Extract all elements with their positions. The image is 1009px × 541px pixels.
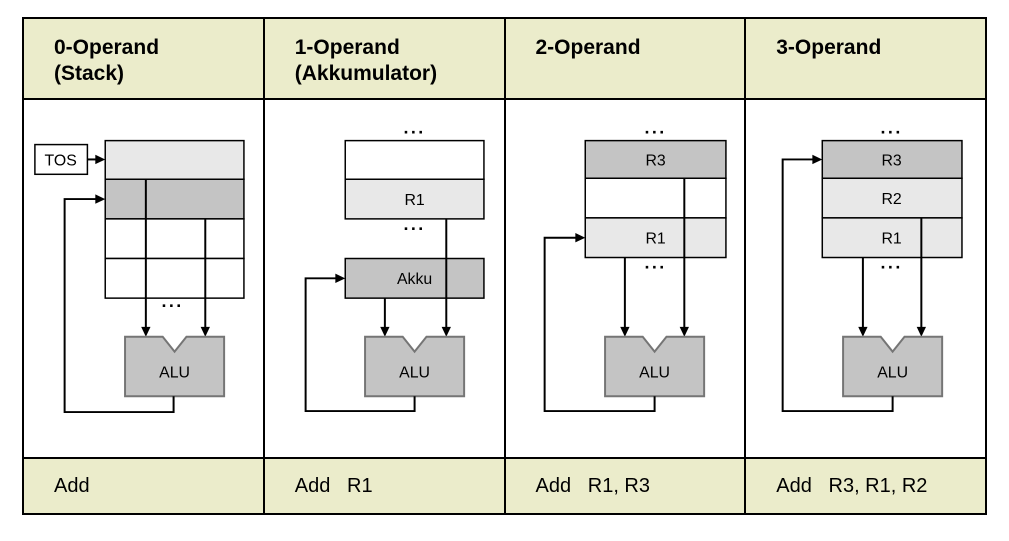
down-arrowhead-icon: [379, 326, 390, 337]
down-arrowhead-icon: [619, 326, 630, 337]
architecture-comparison-table: 0-Operand (Stack) 1-Operand (Akkumulator…: [22, 17, 987, 515]
column-title: 1-Operand: [294, 36, 400, 59]
tos-box: [34, 143, 89, 175]
ellipsis: ...: [644, 117, 666, 137]
instruction-row: Add Add R1 Add R1, R3 Add R3, R1, R2: [24, 459, 985, 513]
down-arrowhead-icon: [141, 326, 151, 337]
header-cell-3-operand: 3-Operand: [744, 19, 985, 98]
register-label: R1: [404, 192, 424, 209]
ellipsis: ...: [644, 252, 666, 272]
three-operand-figure: ... R3 R2 R1 ...: [781, 117, 963, 412]
stack-cell-fourth: [104, 257, 245, 299]
register-cell-r1: [584, 216, 727, 258]
register-label: R1: [645, 230, 665, 247]
register-cell-r3: [584, 139, 727, 179]
diagram-stack-machine: TOS ... ALU: [24, 100, 263, 458]
alu-shape: [842, 335, 944, 397]
stack-cell-third: [104, 217, 245, 259]
down-arrowhead-icon: [858, 326, 868, 337]
column-subtitle: [776, 61, 977, 87]
right-arrowhead-icon: [95, 194, 106, 204]
stack-register-file: [104, 139, 245, 299]
column-subtitle: (Stack): [54, 62, 125, 85]
ellipsis: ...: [881, 252, 903, 272]
instruction-text: Add R1: [294, 474, 373, 497]
instruction-text: Add R3, R1, R2: [776, 474, 928, 497]
instruction-cell-two-operand: Add R1, R3: [503, 459, 745, 513]
diagram-row: TOS ... ALU: [24, 99, 985, 460]
down-arrowhead-icon: [441, 326, 451, 337]
column-title: 2-Operand: [535, 36, 641, 59]
down-arrowhead-icon: [679, 326, 689, 337]
ellipsis: ...: [881, 117, 903, 137]
ellipsis: ...: [403, 213, 425, 233]
instruction-cell-accumulator: Add R1: [262, 459, 504, 513]
register-cell-r1: [821, 216, 963, 258]
register-file: R3 R2 R1: [821, 139, 963, 258]
instruction-cell-three-operand: Add R3, R1, R2: [744, 459, 985, 513]
ellipsis: ...: [403, 117, 425, 137]
alu-label: ALU: [639, 364, 670, 381]
header-row: 0-Operand (Stack) 1-Operand (Akkumulator…: [24, 19, 985, 100]
two-operand-figure: ... R3 R1 ...: [543, 117, 727, 412]
column-title: 0-Operand: [54, 36, 160, 59]
alu-unit: ALU: [842, 335, 944, 397]
tos-arrowhead-icon: [95, 154, 106, 164]
alu-unit: ALU: [363, 335, 465, 397]
down-arrowhead-icon: [200, 326, 210, 337]
register-label: R2: [882, 191, 902, 208]
right-arrowhead-icon: [574, 232, 585, 242]
writeback-path: [304, 276, 416, 412]
instruction-text: Add R1, R3: [535, 474, 651, 497]
ellipsis: ...: [161, 291, 183, 311]
writeback-path: [781, 158, 894, 412]
right-arrowhead-icon: [335, 273, 345, 283]
header-cell-2-operand: 2-Operand: [503, 19, 745, 98]
register-cell-r3: [821, 139, 963, 179]
alu-unit: ALU: [124, 335, 226, 397]
writeback-path: [63, 197, 175, 413]
register-label: R3: [882, 152, 902, 169]
accumulator-machine-figure: ... R1 ... Akku: [304, 117, 485, 412]
stack-cell-second: [104, 178, 245, 220]
register-cell-r1: [344, 178, 485, 220]
register-cell: [344, 139, 485, 180]
akku-label: Akku: [397, 271, 432, 288]
alu-shape: [363, 335, 465, 397]
alu-shape: [603, 335, 705, 397]
register-cell: [584, 177, 727, 219]
writeback-path: [543, 236, 656, 412]
down-arrowhead-icon: [916, 326, 927, 337]
alu-label: ALU: [159, 364, 190, 381]
alu-label: ALU: [399, 364, 430, 381]
alu-unit: ALU: [603, 335, 705, 397]
register-label: R1: [882, 230, 902, 247]
register-file: R3 R1: [584, 139, 727, 258]
instruction-cell-stack: Add: [24, 459, 263, 513]
column-subtitle: (Akkumulator): [294, 62, 438, 85]
register-label: R3: [645, 152, 665, 169]
alu-label: ALU: [877, 364, 908, 381]
alu-shape: [124, 335, 226, 397]
header-cell-0-operand: 0-Operand (Stack): [24, 19, 263, 98]
diagram-two-operand-machine: ... R3 R1 ...: [503, 99, 745, 458]
column-title: 3-Operand: [776, 36, 882, 59]
diagram-accumulator-machine: ... R1 ... Akku: [262, 99, 504, 458]
stack-cell-top: [104, 139, 245, 180]
right-arrowhead-icon: [812, 154, 823, 164]
stack-machine-figure: TOS ... ALU: [34, 139, 245, 413]
register-file: R1: [344, 139, 485, 220]
header-cell-1-operand: 1-Operand (Akkumulator): [262, 19, 504, 98]
diagram-three-operand-machine: ... R3 R2 R1 ...: [744, 99, 985, 458]
register-cell-r2: [821, 177, 963, 219]
instruction-text: Add: [54, 474, 90, 497]
column-subtitle: [536, 61, 737, 87]
tos-label: TOS: [45, 152, 77, 169]
